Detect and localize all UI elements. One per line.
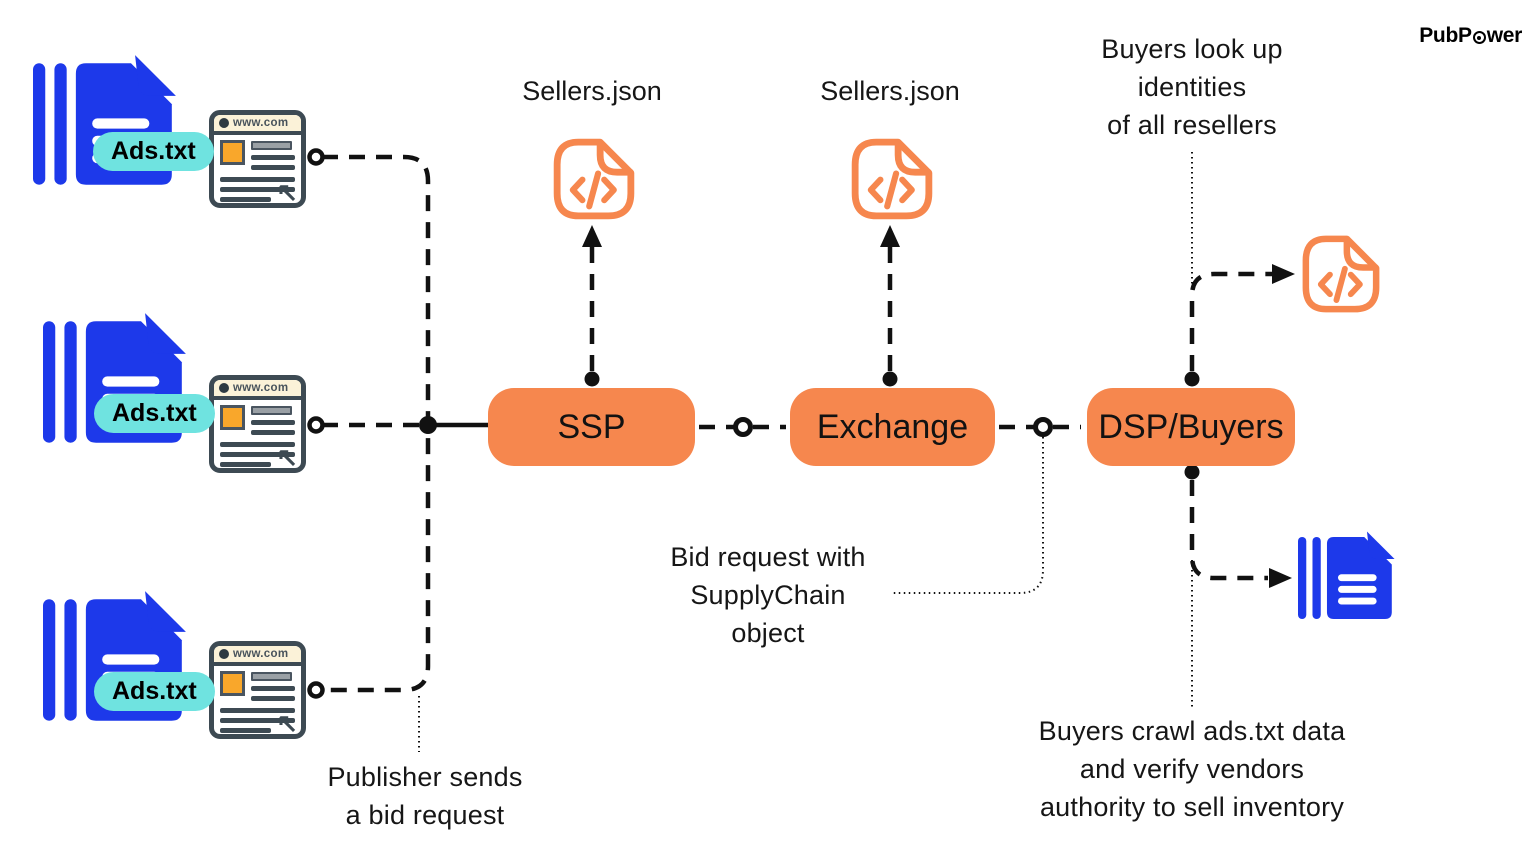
- pubpower-logo: PubP wer: [1418, 24, 1522, 48]
- content-line: [220, 452, 295, 457]
- ads-txt-document-icon: [33, 55, 176, 185]
- website-url: www.com: [233, 648, 289, 660]
- content-line: [251, 430, 295, 435]
- ads-txt-label: Ads.txt: [112, 677, 197, 705]
- browser-address-bar: www.com: [214, 380, 301, 400]
- buyers-lookup-annotation: Buyers look up identities of all reselle…: [1101, 34, 1283, 140]
- cursor-arrow-icon: ↖: [276, 442, 298, 472]
- content-line: [220, 718, 295, 723]
- arrow-right-dsp-adstxt: [1269, 568, 1292, 588]
- browser-address-bar: www.com: [214, 115, 301, 135]
- ads-txt-badge: Ads.txt: [94, 672, 215, 711]
- publisher-sends-annotation: Publisher sends a bid request: [327, 762, 523, 830]
- crawled-ads-txt-document-icon: [1298, 531, 1395, 620]
- cursor-arrow-icon: ↖: [276, 708, 298, 738]
- ads-txt-label: Ads.txt: [111, 137, 196, 165]
- exchange-sellers-json-file-icon: [849, 132, 935, 226]
- node-dsp-buyers: DSP/Buyers: [1087, 388, 1295, 466]
- buyers-crawl-annotation: Buyers crawl ads.txt data and verify ven…: [1038, 716, 1346, 822]
- cursor-arrow-icon: ↖: [276, 177, 298, 207]
- dsp-to-adstxt-line: [1189, 480, 1268, 581]
- browser3-ring: [307, 681, 325, 699]
- ssp-sellers-json-file-icon: [551, 132, 637, 226]
- content-line: [220, 177, 295, 182]
- browser-content: ↖: [214, 666, 301, 734]
- publisher-website-icon: www.com ↖: [209, 375, 306, 473]
- browser-address-bar: www.com: [214, 646, 301, 666]
- dsp-to-sellersjson-line: [1189, 271, 1272, 371]
- globe-icon: [219, 649, 229, 659]
- content-line: [220, 442, 295, 447]
- publisher-trunk-line: [322, 154, 431, 693]
- content-bar: [251, 672, 293, 681]
- content-line: [251, 420, 295, 425]
- browser-content: ↖: [214, 400, 301, 468]
- content-line: [251, 696, 295, 701]
- dsp-bottom-dot: [1184, 464, 1200, 480]
- content-bar: [251, 141, 293, 150]
- content-line: [220, 197, 271, 202]
- node-ssp: SSP: [488, 388, 695, 466]
- website-url: www.com: [233, 117, 289, 129]
- node-ssp-label: SSP: [557, 407, 626, 446]
- content-line: [220, 187, 295, 192]
- content-line: [251, 165, 295, 170]
- exchange-dsp-ring: [1033, 417, 1053, 437]
- ads-txt-label: Ads.txt: [112, 399, 197, 427]
- browser1-ring: [307, 148, 325, 166]
- ad-slot-thumbnail: [220, 671, 245, 696]
- globe-icon: [219, 383, 229, 393]
- ads-txt-badge: Ads.txt: [93, 132, 214, 171]
- arrow-right-dsp-sellersjson: [1272, 264, 1295, 284]
- content-line: [220, 708, 295, 713]
- content-line: [220, 462, 271, 467]
- ssp-top-dot: [584, 371, 600, 387]
- exchange-sellers-json-label: Sellers.json: [820, 76, 960, 106]
- logo-text-right: wer: [1486, 24, 1523, 47]
- publisher-website-icon: www.com ↖: [209, 641, 306, 739]
- bid-request-annotation: Bid request with SupplyChain object: [670, 542, 866, 648]
- content-bar: [251, 406, 293, 415]
- arrow-up-ssp-sellersjson: [582, 225, 602, 247]
- trunk-junction-dot: [419, 416, 437, 434]
- node-exchange: Exchange: [790, 388, 995, 466]
- ad-slot-thumbnail: [220, 405, 245, 430]
- browser-content: ↖: [214, 135, 301, 203]
- exchange-top-dot: [882, 371, 898, 387]
- ads-txt-badge: Ads.txt: [94, 394, 215, 433]
- publisher-website-icon: www.com ↖: [209, 110, 306, 208]
- content-line: [251, 686, 295, 691]
- logo-power-o-icon: [1472, 31, 1486, 44]
- globe-icon: [219, 118, 229, 128]
- ad-slot-thumbnail: [220, 140, 245, 165]
- reseller-sellers-json-file-icon: [1300, 229, 1382, 319]
- dsp-top-dot: [1184, 371, 1200, 387]
- node-dsp-buyers-label: DSP/Buyers: [1098, 407, 1284, 446]
- ssp-sellers-json-label: Sellers.json: [522, 76, 662, 106]
- browser2-ring: [307, 416, 325, 434]
- website-url: www.com: [233, 382, 289, 394]
- content-line: [251, 155, 295, 160]
- arrow-up-exchange-sellersjson: [880, 225, 900, 247]
- content-line: [220, 728, 271, 733]
- node-exchange-label: Exchange: [816, 407, 969, 446]
- ssp-exchange-ring: [733, 417, 753, 437]
- logo-text-left: PubP: [1419, 24, 1472, 47]
